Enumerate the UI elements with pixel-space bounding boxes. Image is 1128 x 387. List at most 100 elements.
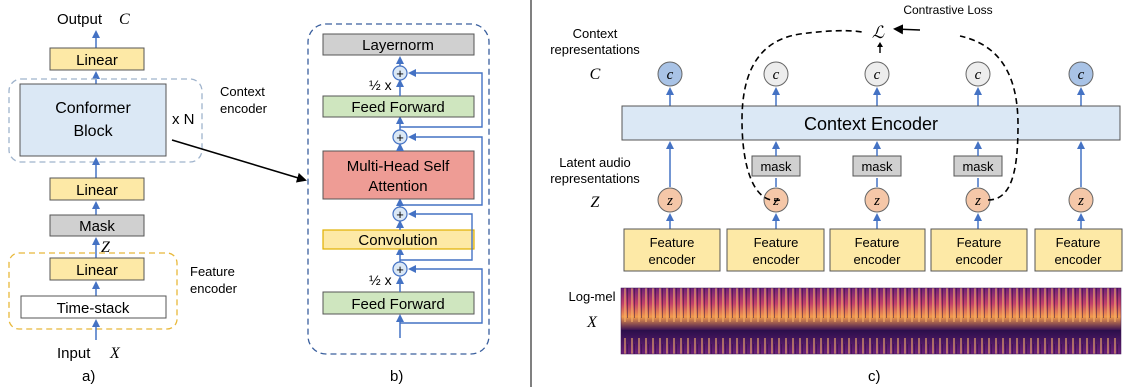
svg-text:c: c [874,67,881,83]
svg-text:Feature: Feature [855,235,900,250]
svg-text:encoder: encoder [649,252,697,267]
layernorm-label: Layernorm [362,37,434,54]
svg-text:mask: mask [962,159,994,174]
svg-text:Feature: Feature [754,235,799,250]
linear-mid-label: Linear [76,182,118,199]
mask-block [49,214,145,237]
context-encoder-label: Context Encoder [804,114,938,134]
feature-encoder-box-4 [930,228,1028,272]
svg-text:mask: mask [861,159,893,174]
svg-text:Feature: Feature [957,235,1002,250]
latent-symbol: Z [591,194,601,211]
feature-encoder-box-1 [623,228,721,272]
loss-symbol: ℒ [872,23,885,42]
context-rep-line1: Context [573,26,618,41]
svg-text:encoder: encoder [956,252,1004,267]
feature-encoder-box-5 [1034,228,1123,272]
contrastive-loss-label: Contrastive Loss [903,3,992,17]
output-label: Output [57,11,103,28]
linear-block-mid [49,177,145,201]
c-node-4: c [965,61,991,87]
linear-block-low [49,257,145,281]
caption-c: c) [868,368,881,385]
context-encoder-line1: Context [220,84,265,99]
svg-text:encoder: encoder [1055,252,1103,267]
spectrogram-image [621,288,1121,354]
feature-encoder-frame [8,252,178,330]
linear-low-label: Linear [76,262,118,279]
svg-text:encoder: encoder [854,252,902,267]
latent-line1: Latent audio [559,155,631,170]
z-node-1: z [657,187,683,213]
svg-text:c: c [667,67,674,83]
conformer-detail-frame [307,23,490,355]
plus-4: + [396,66,404,81]
plus-2: + [396,207,404,222]
time-stack-label: Time-stack [57,300,130,317]
mask-label: Mask [79,218,115,235]
context-rep-line2: representations [550,42,640,57]
panel-b: Layernorm Feed Forward ½ x + Convolution… [307,23,490,385]
convolution-label: Convolution [358,232,437,249]
input-label: Input [57,345,91,362]
svg-text:z: z [873,193,880,209]
plus-node-3: + [392,129,408,145]
plus-node-2: + [392,206,408,222]
conformer-block [19,83,167,157]
svg-text:z: z [974,193,981,209]
mhsa-block [322,150,475,200]
feed-forward-bottom-label: Feed Forward [351,296,444,313]
context-encoder-frame [8,78,203,163]
mhsa-line1: Multi-Head Self [347,158,450,175]
linear-block-top [49,47,145,71]
c-node-1: c [657,61,683,87]
convolution-block [322,229,475,250]
plus-3: + [396,130,404,145]
context-symbol: C [590,66,601,83]
feed-forward-top-block [322,95,475,118]
svg-text:c: c [975,67,982,83]
context-encoder-line2: encoder [220,101,268,116]
context-encoder-bar [621,105,1121,141]
z-symbol-a: Z [101,239,111,256]
linear-top-label: Linear [76,52,118,69]
x-symbol: X [586,314,598,331]
input-symbol: X [109,345,121,362]
feed-forward-bottom-block [322,291,475,315]
feature-encoder-line2: encoder [190,281,238,296]
panel-c: Contrastive Loss ℒ Context representatio… [550,3,1123,385]
caption-b: b) [390,368,403,385]
conformer-line1: Conformer [55,100,131,117]
plus-node-1: + [392,261,408,277]
latent-line2: representations [550,171,640,186]
half-bottom-label: ½ x [369,272,392,288]
c-node-2: c [763,61,789,87]
time-stack-block [20,295,167,319]
half-top-label: ½ x [369,77,392,93]
feature-encoder-box-2 [726,228,825,272]
svg-text:z: z [666,193,673,209]
z-node-4: z [965,187,991,213]
svg-text:encoder: encoder [753,252,801,267]
logmel-label: Log-mel [569,289,616,304]
plus-1: + [396,262,404,277]
c-node-5: c [1068,61,1094,87]
svg-text:mask: mask [760,159,792,174]
panel-a: Output C Linear Conformer Block x N Cont… [8,11,307,385]
plus-node-4: + [392,65,408,81]
svg-text:z: z [1077,193,1084,209]
svg-text:c: c [1078,67,1085,83]
contrastive-loop-right [959,35,1019,201]
times-n-label: x N [172,111,195,128]
contrastive-loop-left [741,29,863,202]
feed-forward-top-label: Feed Forward [351,99,444,116]
caption-a: a) [82,368,95,385]
z-node-3: z [864,187,890,213]
conformer-line2: Block [73,123,113,140]
mhsa-line2: Attention [368,178,427,195]
c-node-3: c [864,61,890,87]
output-symbol: C [119,11,130,28]
svg-text:Feature: Feature [1056,235,1101,250]
feature-encoder-line1: Feature [190,264,235,279]
